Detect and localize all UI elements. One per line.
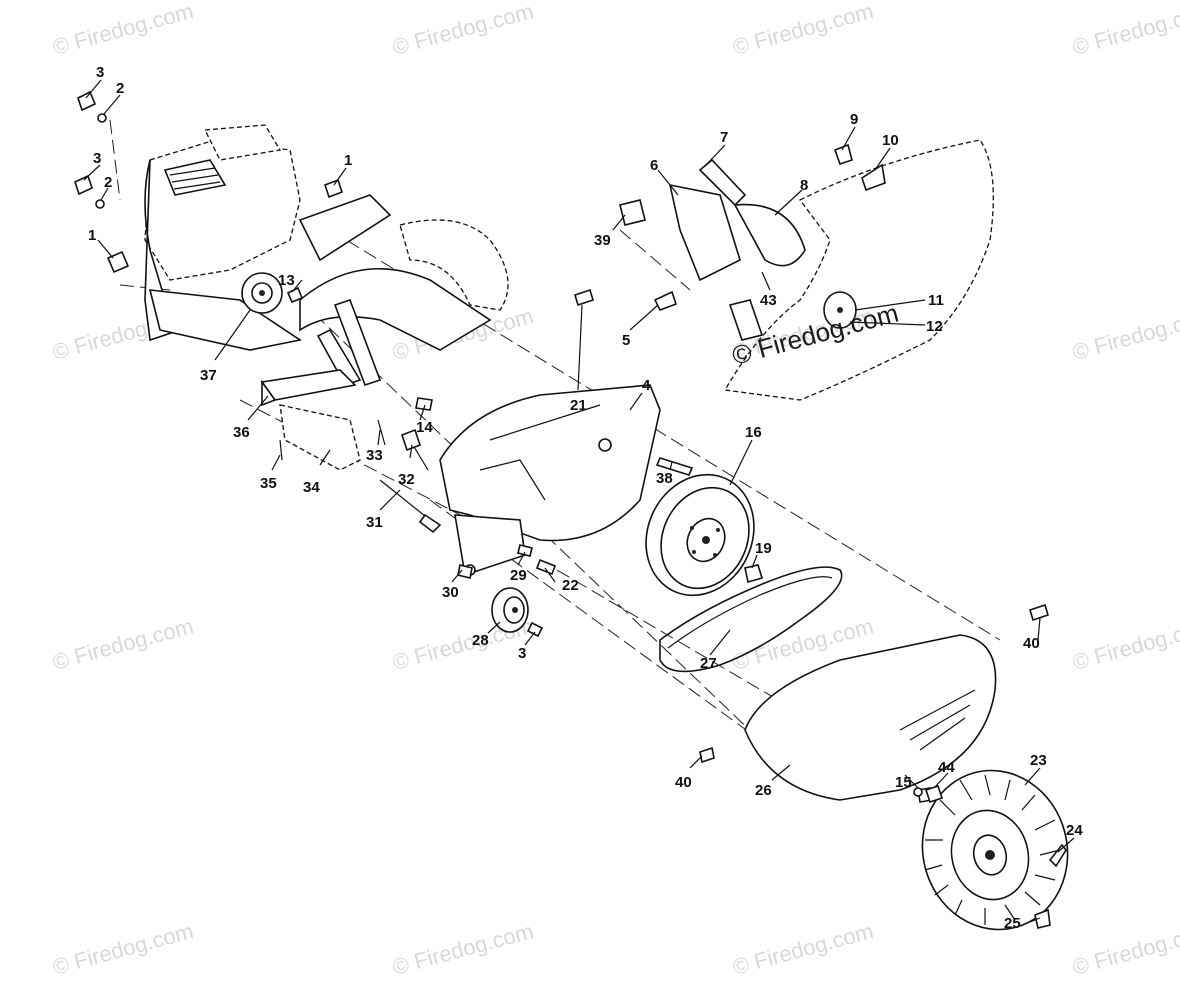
watermark-text: © Firedog.com [1070,303,1180,365]
engine-assembly [144,124,303,351]
callout-1-lower: 1 [88,227,96,244]
callout-2-upper: 2 [116,80,124,97]
callout-32: 32 [398,471,415,488]
callout-25: 25 [1004,915,1021,932]
leader-lines [83,79,1075,923]
callout-16: 16 [745,424,762,441]
callout-5: 5 [622,332,630,349]
callout-7: 7 [720,129,728,146]
watermark-text: © Firedog.com [50,918,196,980]
belt-guard-plate [439,384,661,577]
callout-3-bottom: 3 [518,645,526,662]
chassis-frame [298,194,509,387]
callout-33: 33 [366,447,383,464]
callout-21: 21 [570,397,587,414]
callout-6: 6 [650,157,658,174]
callout-40-left: 40 [675,774,692,791]
watermark-text: © Firedog.com [50,0,196,60]
watermark-text: © Firedog.com [1070,613,1180,675]
watermark-text: © Firedog.com [390,0,536,60]
center-watermark: © Firedog.com [729,298,902,371]
watermark-text: © Firedog.com [50,613,196,675]
callout-1-upper: 1 [344,152,352,169]
callout-9: 9 [850,111,858,128]
idler-pulley [491,587,544,638]
callout-36: 36 [233,424,250,441]
callout-13: 13 [278,272,295,289]
callout-37: 37 [200,367,217,384]
callout-3-middle: 3 [93,150,101,167]
callout-3-top: 3 [96,64,104,81]
callout-35: 35 [260,475,277,492]
callout-15: 15 [895,774,912,791]
callout-4: 4 [642,377,651,394]
callout-40-right: 40 [1023,635,1040,652]
watermark-text: © Firedog.com [1070,918,1180,980]
callout-23: 23 [1030,752,1047,769]
callout-43: 43 [760,292,777,309]
callout-24: 24 [1066,822,1083,839]
callout-labels: 1 1 2 2 3 3 3 4 5 6 7 8 9 10 11 12 13 14… [88,64,1083,932]
main-pulley [645,473,755,597]
watermark-text: © Firedog.com [730,918,876,980]
callout-22: 22 [562,577,579,594]
callout-31: 31 [366,514,383,531]
wheel [917,769,1069,931]
callout-28: 28 [472,632,489,649]
callout-8: 8 [800,177,808,194]
drive-belt [659,566,843,673]
callout-38: 38 [656,470,673,487]
watermark-text: © Firedog.com [730,0,876,60]
watermark-text: © Firedog.com [390,918,536,980]
callout-44: 44 [938,759,955,776]
callout-39: 39 [594,232,611,249]
bracket-parts [260,369,442,534]
callout-27: 27 [700,655,717,672]
watermark-text: © Firedog.com [1070,0,1180,60]
callout-11: 11 [928,292,944,309]
callout-2-lower: 2 [104,174,112,191]
callout-30: 30 [442,584,459,601]
fasteners [74,90,1051,929]
callout-14: 14 [416,419,433,436]
callout-29: 29 [510,567,527,584]
belt-cover [744,634,997,801]
callout-12: 12 [926,318,943,335]
callout-10: 10 [882,132,899,149]
callout-19: 19 [755,540,772,557]
callout-26: 26 [755,782,772,799]
callout-34: 34 [303,479,320,496]
